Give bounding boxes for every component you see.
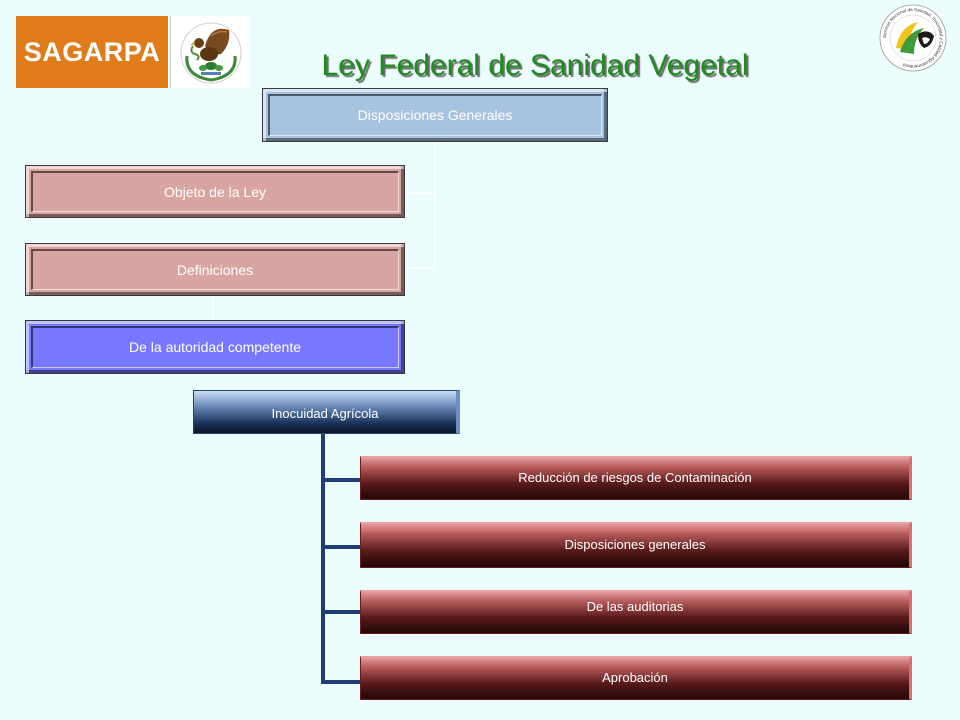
- node-label: Objeto de la Ley: [164, 183, 266, 200]
- node-bevel: [31, 326, 399, 368]
- slide-title: Ley Federal de Sanidad Vegetal: [321, 49, 749, 82]
- node-label: Disposiciones generales: [564, 536, 706, 552]
- senasica-seal-icon: Servicio Nacional de Sanidad, Inocuidad …: [878, 4, 948, 72]
- sagarpa-logo: SAGARPA: [16, 16, 168, 88]
- node-label: De las auditorias: [586, 599, 684, 614]
- node-reduccion-riesgos: Reducción de riesgos de Contaminación: [360, 456, 912, 500]
- sagarpa-logo-text: SAGARPA: [23, 36, 161, 67]
- node-objeto-de-la-ley: Objeto de la Ley: [25, 165, 405, 218]
- node-label: Reducción de riesgos de Contaminación: [518, 469, 752, 485]
- node-label: Aprobación: [602, 669, 668, 685]
- node-auditorias: De las auditorias: [360, 590, 912, 634]
- node-disposiciones-generales-sub: Disposiciones generales: [360, 522, 912, 568]
- node-definiciones: Definiciones: [25, 243, 405, 296]
- node-label: Definiciones: [176, 261, 254, 278]
- node-inocuidad-agricola: Inocuidad Agrícola: [193, 390, 460, 434]
- node-autoridad-competente: De la autoridad competente: [25, 320, 405, 374]
- node-label: Disposiciones Generales: [357, 107, 513, 123]
- node-bevel: [268, 94, 602, 136]
- node-label: De la autoridad competente: [129, 339, 301, 355]
- node-aprobacion: Aprobación: [360, 656, 912, 700]
- node-bevel: [31, 249, 399, 290]
- coat-of-arms-icon: [170, 16, 250, 88]
- node-disposiciones-generales: Disposiciones Generales: [262, 88, 608, 142]
- node-label: Inocuidad Agrícola: [271, 406, 379, 421]
- node-bevel: [31, 171, 399, 212]
